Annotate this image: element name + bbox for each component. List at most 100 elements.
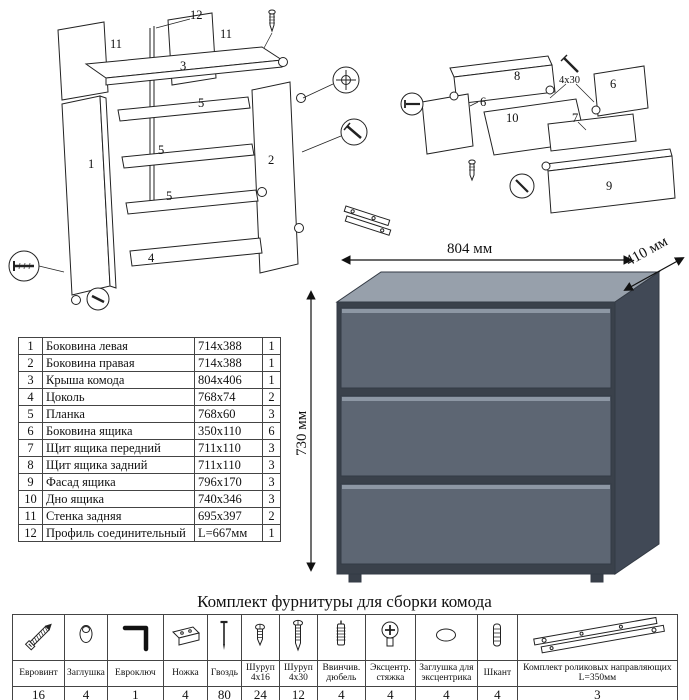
part-drawer-front-shield	[547, 113, 637, 152]
part-number: 9	[18, 473, 43, 491]
part-size: 714x388	[194, 354, 263, 372]
label-part-8: 8	[514, 69, 520, 83]
drawer-front-2	[340, 395, 612, 477]
foot-icon	[172, 626, 201, 646]
callout-confirmat-icon	[8, 250, 40, 282]
label-part-5c: 5	[166, 189, 172, 203]
hardware-qty: 80	[206, 686, 242, 700]
part-name: Стенка задняя	[42, 507, 195, 525]
part-qty: 3	[262, 439, 281, 457]
hardware-name: Шуруп 4x16	[240, 660, 280, 687]
dresser-leg	[348, 573, 362, 583]
parts-list-table: 1 Боковина левая 714x388 1 2 Боковина пр…	[18, 337, 281, 542]
label-part-4: 4	[148, 251, 155, 265]
hardware-name: Заглушка для эксцентрика	[414, 660, 478, 687]
part-left-side	[61, 95, 117, 296]
part-number: 5	[18, 405, 43, 423]
table-row: 5 Планка 768x60 3	[18, 405, 281, 423]
hardware-kit-table: Евровинт Заглушка Евроключ Ножка Гвоздь …	[12, 614, 678, 700]
part-qty: 1	[262, 524, 281, 542]
part-size: 740x346	[194, 490, 263, 508]
cam-cap-icon	[436, 628, 457, 642]
part-name: Фасад ящика	[42, 473, 195, 491]
hardware-name: Комплект роликовых направляющих L=350мм	[516, 660, 678, 687]
callout-euroscrew-head-icon	[332, 66, 360, 94]
hex-key-icon	[123, 625, 149, 652]
roller-guide-icon	[343, 205, 392, 236]
hardware-qty: 24	[240, 686, 280, 700]
part-planks	[117, 96, 259, 215]
table-row: 8 Щит ящика задний 711x110 3	[18, 456, 281, 474]
wood-dowel-icon	[493, 623, 502, 647]
dresser-top-face	[335, 271, 661, 303]
part-number: 8	[18, 456, 43, 474]
callout-screw-icon	[509, 173, 535, 199]
label-part-12: 12	[190, 8, 203, 22]
part-qty: 3	[262, 456, 281, 474]
part-number: 4	[18, 388, 43, 406]
drawer-front-1	[340, 307, 612, 389]
hardware-qty: 4	[414, 686, 478, 700]
hardware-qty: 3	[516, 686, 678, 700]
hardware-qty: 4	[316, 686, 366, 700]
part-name: Крыша комода	[42, 371, 195, 389]
label-part-6l: 6	[480, 95, 486, 109]
part-number: 3	[18, 371, 43, 389]
dresser-leg	[590, 573, 604, 583]
label-part-2: 2	[268, 153, 274, 167]
confirmat-screw-icon	[24, 623, 52, 651]
table-row: 12 Профиль соединительный L=667мм 1	[18, 524, 281, 542]
part-plinth	[129, 237, 263, 267]
hardware-qty-row: 16 4 1 4 80 24 12 4 4 4 4 3	[12, 686, 678, 700]
label-part-9: 9	[606, 179, 612, 193]
hardware-name: Шкант	[476, 660, 518, 687]
connection-points	[71, 57, 306, 305]
part-drawer-side-right	[593, 65, 649, 117]
table-row: 9 Фасад ящика 796x170 3	[18, 473, 281, 491]
label-part-11b: 11	[220, 27, 232, 41]
table-row: 6 Боковина ящика 350x110 6	[18, 422, 281, 440]
part-name: Боковина правая	[42, 354, 195, 372]
dimension-arrows	[306, 255, 685, 572]
part-qty: 6	[262, 422, 281, 440]
part-name: Щит ящика задний	[42, 456, 195, 474]
part-size: 768x74	[194, 388, 263, 406]
screw-short-icon	[255, 623, 266, 647]
part-drawer-back	[449, 55, 556, 105]
cap-icon	[79, 625, 93, 643]
table-row: 10 Дно ящика 740x346 3	[18, 490, 281, 508]
part-name: Профиль соединительный	[42, 524, 195, 542]
part-qty: 3	[262, 490, 281, 508]
label-part-10: 10	[506, 111, 519, 125]
table-row: 3 Крыша комода 804x406 1	[18, 371, 281, 389]
part-size: 711x110	[194, 456, 263, 474]
cam-lock-icon	[381, 621, 399, 647]
screw-dowel-icon	[336, 620, 346, 646]
height-dimension-label: 730 мм	[295, 410, 310, 456]
part-name: Планка	[42, 405, 195, 423]
part-number: 2	[18, 354, 43, 372]
table-row: 4 Цоколь 768x74 2	[18, 388, 281, 406]
part-right-side	[251, 81, 299, 274]
part-qty: 3	[262, 473, 281, 491]
part-size: 695x397	[194, 507, 263, 525]
part-name: Боковина левая	[42, 337, 195, 355]
hardware-name-row: Евровинт Заглушка Евроключ Ножка Гвоздь …	[12, 660, 678, 687]
hardware-qty: 4	[476, 686, 518, 700]
label-part-3: 3	[180, 59, 186, 73]
part-size: L=667мм	[194, 524, 263, 542]
depth-dimension-label: 410 мм	[623, 238, 671, 269]
part-name: Боковина ящика	[42, 422, 195, 440]
part-name: Щит ящика передний	[42, 439, 195, 457]
part-number: 12	[18, 524, 43, 542]
part-qty: 1	[262, 371, 281, 389]
hardware-name: Заглушка	[64, 660, 108, 687]
connection-points	[449, 85, 601, 171]
drawer-slides-icon	[533, 616, 666, 654]
hardware-qty: 4	[162, 686, 208, 700]
dresser-side-face	[614, 271, 660, 575]
leader-lines	[469, 101, 587, 131]
hardware-qty: 16	[12, 686, 65, 700]
callout-screw-icon	[340, 118, 368, 146]
